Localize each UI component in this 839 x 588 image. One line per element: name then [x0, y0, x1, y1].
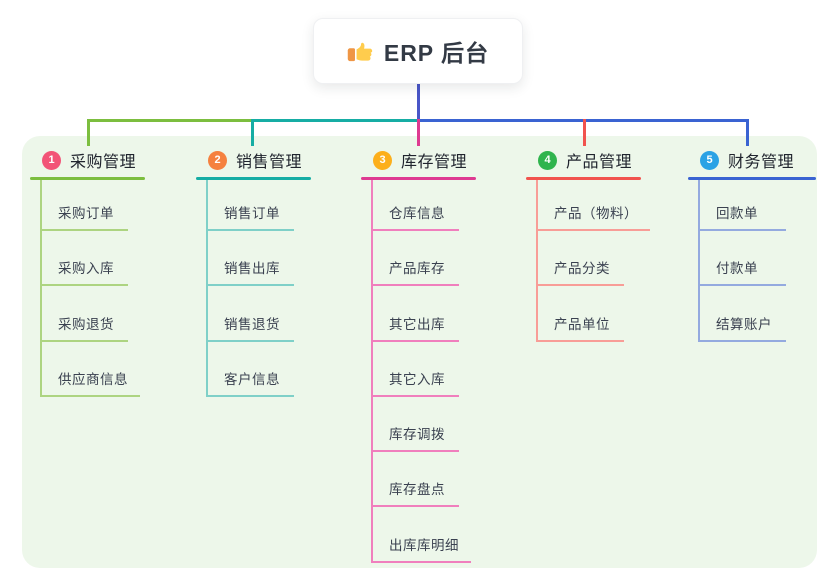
branch-children: 产品（物料）产品分类产品单位: [536, 180, 650, 342]
child-node[interactable]: 销售出库: [208, 231, 294, 287]
child-node[interactable]: 销售订单: [208, 180, 294, 231]
thumbs-up-icon: [347, 38, 373, 64]
child-node[interactable]: 其它出库: [373, 286, 459, 342]
branch-1-header[interactable]: 1 采购管理: [30, 146, 145, 174]
child-node[interactable]: 采购入库: [42, 231, 128, 287]
branch-5-header[interactable]: 5 财务管理: [688, 146, 816, 174]
branch-underline: [361, 177, 476, 180]
branch-index-badge: 3: [373, 150, 392, 170]
child-node[interactable]: 客户信息: [208, 342, 294, 397]
branch-1: 1 采购管理采购订单采购入库采购退货供应商信息: [30, 146, 145, 397]
root-node-title: ERP 后台: [383, 40, 490, 66]
branch-title: 产品管理: [566, 154, 633, 171]
child-node[interactable]: 采购退货: [42, 286, 128, 342]
child-node[interactable]: 出库库明细: [373, 507, 471, 563]
branch-4-drop-line: [583, 119, 586, 146]
branch-children: 回款单付款单结算账户: [698, 180, 816, 342]
child-node[interactable]: 结算账户: [700, 286, 786, 342]
child-node[interactable]: 回款单: [700, 180, 786, 231]
branch-index-badge: 5: [700, 150, 719, 170]
branch-underline: [30, 177, 145, 180]
child-node[interactable]: 产品（物料）: [538, 180, 650, 231]
child-node[interactable]: 仓库信息: [373, 180, 459, 231]
branch-1-drop-line: [87, 119, 90, 146]
branch-title: 财务管理: [728, 154, 795, 171]
root-connector-line: [417, 84, 420, 120]
branch-children: 采购订单采购入库采购退货供应商信息: [40, 180, 145, 397]
branch-2-header[interactable]: 2 销售管理: [196, 146, 311, 174]
branch-3-drop-line: [417, 119, 420, 146]
branch-2-drop-line: [251, 119, 254, 146]
branch-5: 5 财务管理回款单付款单结算账户: [688, 146, 816, 342]
branch-2: 2 销售管理销售订单销售出库销售退货客户信息: [196, 146, 311, 397]
branch-index-badge: 2: [208, 150, 227, 170]
child-node[interactable]: 其它入库: [373, 342, 459, 397]
branch-title: 销售管理: [236, 154, 303, 171]
branch-index-badge: 4: [538, 150, 557, 170]
child-node[interactable]: 产品库存: [373, 231, 459, 287]
branch-5-drop-line: [746, 119, 749, 146]
branch-title: 库存管理: [401, 154, 468, 171]
branch-children: 销售订单销售出库销售退货客户信息: [206, 180, 311, 397]
branch-underline: [688, 177, 816, 180]
branch-underline: [196, 177, 311, 180]
child-node[interactable]: 销售退货: [208, 286, 294, 342]
branch-children: 仓库信息产品库存其它出库其它入库库存调拨库存盘点出库库明细: [371, 180, 476, 563]
branch-3: 3 库存管理仓库信息产品库存其它出库其它入库库存调拨库存盘点出库库明细: [361, 146, 476, 563]
branch-index-badge: 1: [42, 150, 61, 170]
child-node[interactable]: 采购订单: [42, 180, 128, 231]
branch-underline: [526, 177, 641, 180]
branch-3-header[interactable]: 3 库存管理: [361, 146, 476, 174]
branch-4-header[interactable]: 4 产品管理: [526, 146, 650, 174]
child-node[interactable]: 付款单: [700, 231, 786, 287]
child-node[interactable]: 供应商信息: [42, 342, 140, 397]
branch-4: 4 产品管理产品（物料）产品分类产品单位: [526, 146, 650, 342]
child-node[interactable]: 产品分类: [538, 231, 624, 287]
root-node[interactable]: ERP 后台: [313, 18, 523, 84]
bus-line-segment-1: [87, 119, 252, 122]
bus-line-segment-2: [252, 119, 418, 122]
mindmap-panel: [22, 136, 817, 568]
child-node[interactable]: 库存调拨: [373, 397, 459, 453]
child-node[interactable]: 库存盘点: [373, 452, 459, 508]
branch-title: 采购管理: [70, 154, 137, 171]
child-node[interactable]: 产品单位: [538, 286, 624, 342]
